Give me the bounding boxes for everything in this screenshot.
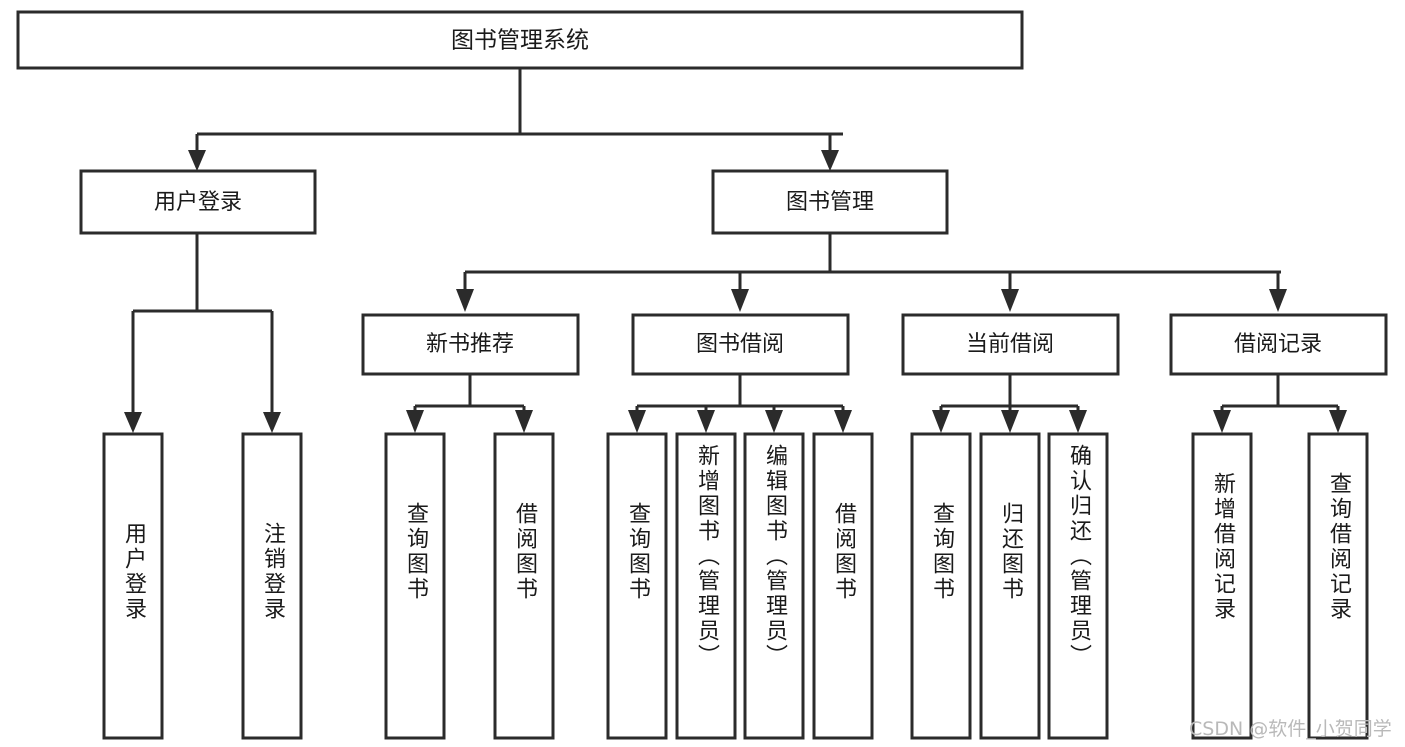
node-label-user-login: 用户登录 [154,190,242,215]
connector-group-current-borrow-leaves [932,374,1087,433]
arrowhead-book-borrow [731,289,749,312]
connector-group-new-book [406,374,533,433]
leaf-box-current-borrow-3[interactable] [1047,432,1109,740]
arrowhead-leaf-current-borrow-3 [1069,410,1087,433]
node-label-book-manage: 图书管理 [786,190,874,215]
arrowhead-leaf-book-borrow-4 [834,410,852,433]
leaf-box-current-borrow-2[interactable] [979,432,1041,740]
node-box-current-borrow[interactable] [901,313,1120,376]
leaf-box-new-book-1[interactable] [384,432,446,740]
arrowhead-leaf-book-borrow-3 [765,410,783,433]
leaf-box-book-borrow-2[interactable] [675,432,737,740]
node-box-borrow-record[interactable] [1169,313,1388,376]
arrowhead-leaf-user-login-1 [124,412,142,433]
node-label-book-borrow: 图书借阅 [696,332,784,357]
arrowhead-leaf-book-borrow-1 [628,410,646,433]
node-box-new-book-recommend[interactable] [361,313,580,376]
node-label-borrow-record: 借阅记录 [1234,332,1322,357]
leaf-box-user-login-1[interactable] [102,432,164,740]
leaf-box-user-login-2[interactable] [241,432,303,740]
leaf-box-book-borrow-3[interactable] [743,432,805,740]
arrowhead-current-borrow [1001,289,1019,312]
node-label-new-book-recommend: 新书推荐 [426,332,514,357]
arrowhead-leaf-new-book-1 [406,410,424,433]
leaf-box-new-book-2[interactable] [493,432,555,740]
leaf-box-current-borrow-1[interactable] [910,432,972,740]
connector-group-book-borrow-leaves [628,374,852,433]
node-label-current-borrow: 当前借阅 [966,332,1054,357]
leaf-box-book-borrow-1[interactable] [606,432,668,740]
arrowhead-leaf-borrow-record-1 [1213,410,1231,433]
arrowhead-leaf-new-book-2 [515,410,533,433]
watermark: CSDN @软件_小贺同学 [1189,718,1392,740]
arrowhead-new-book [456,289,474,312]
arrowhead-leaf-current-borrow-2 [1001,410,1019,433]
arrowhead-leaf-current-borrow-1 [932,410,950,433]
arrowhead-book-manage [821,150,839,171]
leaf-box-borrow-record-2[interactable] [1307,432,1369,740]
connector-group-borrow-record-leaves [1213,374,1347,433]
arrowhead-leaf-book-borrow-2 [697,410,715,433]
connector-group-user-login [124,233,281,433]
node-box-book-manage[interactable] [711,169,949,235]
node-label-root: 图书管理系统 [451,28,589,54]
node-box-root[interactable] [16,10,1024,70]
leaf-box-book-borrow-4[interactable] [812,432,874,740]
node-box-user-login[interactable] [79,169,317,235]
node-box-book-borrow[interactable] [631,313,850,376]
arrowhead-user-login [188,150,206,171]
connector-group-book-manage [456,233,1287,312]
leaf-box-borrow-record-1[interactable] [1191,432,1253,740]
arrowhead-leaf-user-login-2 [263,412,281,433]
connector-group-root [188,68,843,171]
arrowhead-borrow-record [1269,289,1287,312]
arrowhead-leaf-borrow-record-2 [1329,410,1347,433]
